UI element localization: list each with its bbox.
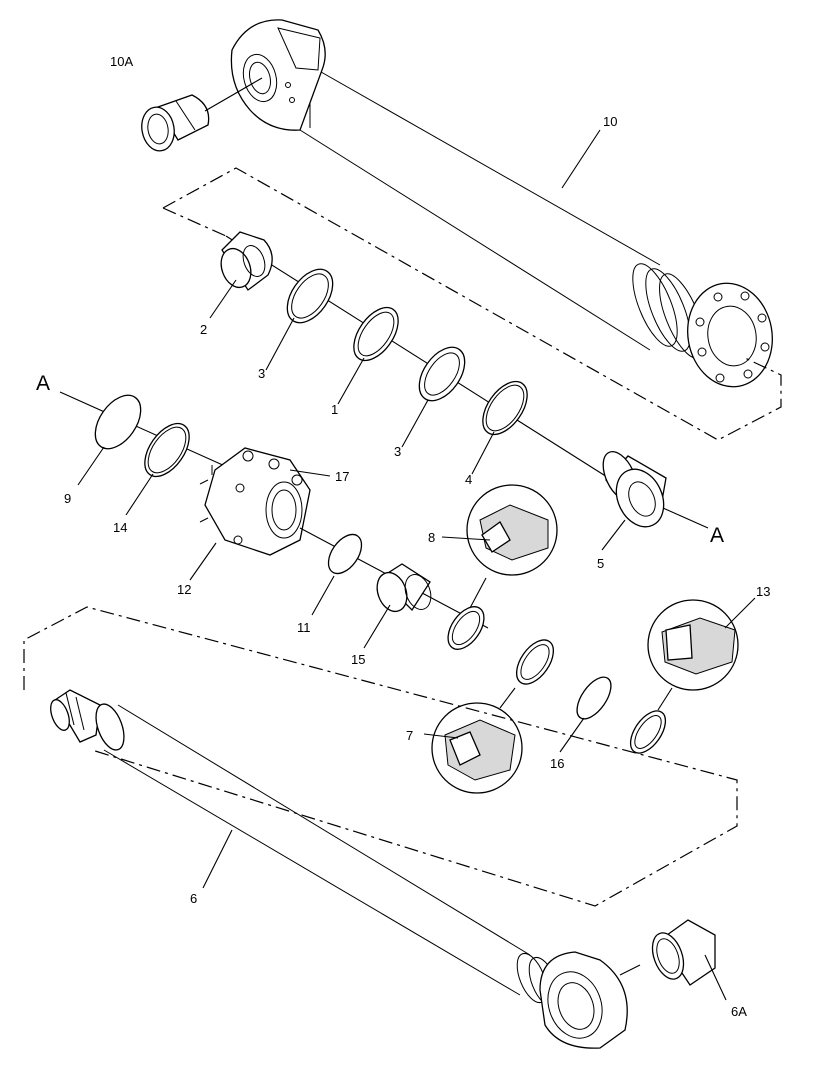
seal-ring-8 [447, 606, 485, 650]
bushing-10a [141, 77, 263, 152]
detail-circle-8 [466, 484, 558, 609]
piston-5 [602, 451, 667, 528]
ring-16 [576, 676, 612, 720]
axis-line-upper [225, 235, 616, 483]
ring-1 [353, 306, 399, 362]
label-17: 17 [335, 469, 349, 484]
ring-3b [418, 346, 466, 402]
ring-11 [327, 533, 363, 575]
wiper-13 [629, 710, 667, 754]
label-3b: 3 [394, 444, 401, 459]
ring-3a [286, 268, 334, 324]
leader-lines [77, 129, 756, 1001]
label-10: 10 [603, 114, 617, 129]
label-10a: 10A [110, 54, 133, 69]
cylinder-rod [50, 689, 628, 1049]
label-5: 5 [597, 556, 604, 571]
detail-circle-13 [647, 599, 739, 711]
label-16: 16 [550, 756, 564, 771]
label-a-right: A [710, 524, 724, 547]
label-7: 7 [406, 728, 413, 743]
seal-ring-7 [515, 639, 555, 685]
ring-9 [94, 394, 142, 450]
ring-14 [144, 422, 190, 478]
label-14: 14 [113, 520, 127, 535]
axis-line-head [59, 391, 246, 476]
cylinder-barrel [230, 19, 773, 388]
bushing-6a [619, 919, 716, 986]
label-15: 15 [351, 652, 365, 667]
label-12: 12 [177, 582, 191, 597]
label-8: 8 [428, 530, 435, 545]
label-a-left: A [36, 372, 50, 395]
assembly-outline-upper [162, 167, 782, 441]
label-11: 11 [297, 620, 311, 635]
detail-circle-7 [431, 687, 523, 794]
head-12 [199, 447, 311, 556]
label-2: 2 [200, 322, 207, 337]
label-1: 1 [331, 402, 338, 417]
label-4: 4 [465, 472, 472, 487]
label-6: 6 [190, 891, 197, 906]
label-3a: 3 [258, 366, 265, 381]
bearing-15 [376, 563, 432, 613]
label-9: 9 [64, 491, 71, 506]
label-13: 13 [756, 584, 770, 599]
label-6a: 6A [731, 1004, 747, 1019]
nut-2 [220, 231, 273, 291]
ring-4 [482, 380, 528, 436]
assembly-outline-lower [23, 606, 738, 907]
